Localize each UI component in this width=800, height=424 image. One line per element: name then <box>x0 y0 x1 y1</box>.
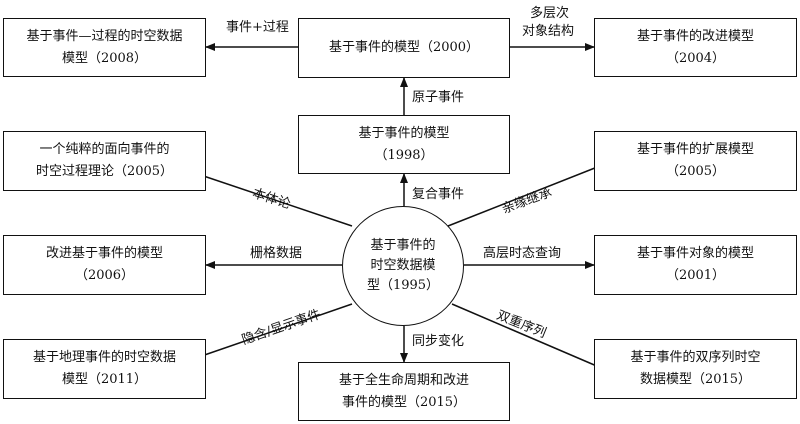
node-text: 一个纯粹的面向事件的 <box>39 142 170 157</box>
arrow-center-to-left4 <box>189 303 353 361</box>
node-year: （2005） <box>665 164 726 179</box>
center-text: 基于事件的 <box>370 238 436 253</box>
node-text: 基于全生命周期和改进 <box>338 372 469 388</box>
node-dual-sequence-model-2015: 基于事件的双序列时空 数据模型（2015） <box>594 339 797 399</box>
node-text: 基于事件的改进模型 <box>636 28 754 44</box>
node-text: 基于事件的模型 <box>358 125 450 141</box>
node-text: 基于事件—过程的时空数据 <box>26 28 183 44</box>
center-text: 时空数据模 <box>370 258 436 273</box>
arrow-center-to-right2 <box>447 161 611 227</box>
node-event-model-1998: 基于事件的模型 （1998） <box>298 115 510 174</box>
node-event-model-2000: 基于事件的模型（2000） <box>298 18 510 78</box>
node-text: 基于地理事件的时空数据 <box>32 350 176 365</box>
center-text: 型（1995） <box>366 278 440 293</box>
node-text: 基于事件的模型（2000） <box>328 40 480 55</box>
node-improved-event-model-2004: 基于事件的改进模型 （2004） <box>594 18 797 77</box>
edge-label-event-process: 事件+过程 <box>226 20 289 35</box>
edge-label-raster-data: 栅格数据 <box>250 246 303 261</box>
center-node-event-model-1995: 基于事件的 时空数据模 型（1995） <box>342 206 464 326</box>
node-year: （2006） <box>74 268 135 283</box>
node-year: （1998） <box>374 147 434 163</box>
node-text: 改进基于事件的模型 <box>45 246 163 261</box>
node-text: 基于事件对象的模型 <box>636 246 754 261</box>
node-text: 事件的模型（2015） <box>341 394 467 410</box>
node-year: 模型（2008） <box>61 50 148 66</box>
node-lifecycle-model-2015: 基于全生命周期和改进 事件的模型（2015） <box>298 362 510 421</box>
node-event-object-model-2001: 基于事件对象的模型 （2001） <box>594 235 797 295</box>
edge-label-object-structure: 对象结构 <box>522 24 575 39</box>
node-event-oriented-theory-2005: 一个纯粹的面向事件的 时空过程理论（2005） <box>3 131 206 191</box>
node-text: 基于事件的双序列时空 <box>630 350 761 365</box>
edge-label-composite-event: 复合事件 <box>412 187 465 202</box>
node-text: 模型（2011） <box>61 372 148 387</box>
node-text: 数据模型（2015） <box>639 372 752 387</box>
edge-label-atomic-event: 原子事件 <box>412 90 465 105</box>
edge-label-high-level-query: 高层时态查询 <box>483 246 562 261</box>
edge-label-sync-change: 同步变化 <box>412 334 465 349</box>
node-year: （2004） <box>665 50 726 66</box>
node-geo-event-model-2011: 基于地理事件的时空数据 模型（2011） <box>3 339 206 399</box>
node-year: （2001） <box>665 268 726 283</box>
node-improved-event-based-model-2006: 改进基于事件的模型 （2006） <box>3 235 206 295</box>
node-text: 基于事件的扩展模型 <box>636 142 754 157</box>
node-text: 时空过程理论（2005） <box>35 164 174 179</box>
arrow-center-to-right4 <box>451 303 607 371</box>
node-extended-event-model-2005: 基于事件的扩展模型 （2005） <box>594 131 797 191</box>
edge-label-multi-layer: 多层次 <box>530 6 570 21</box>
node-event-process-model-2008: 基于事件—过程的时空数据 模型（2008） <box>3 18 206 77</box>
